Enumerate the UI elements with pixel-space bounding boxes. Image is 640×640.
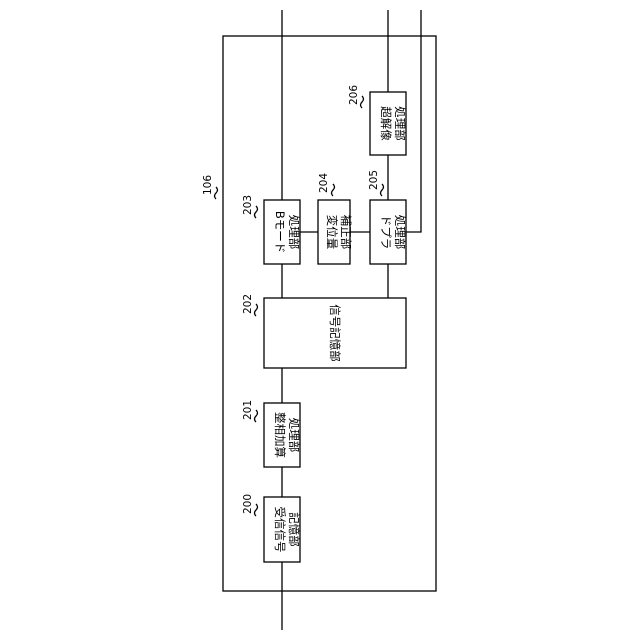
container-106-ref: 106	[202, 175, 214, 195]
block-205-line2: 処理部	[393, 215, 407, 250]
block-202-line1: 信号記憶部	[328, 304, 342, 362]
block-206-line1: 超解像	[379, 106, 393, 141]
block-204-line2: 補正部	[339, 215, 353, 250]
block-206-line2: 処理部	[393, 106, 407, 141]
block-201-line2: 処理部	[287, 418, 301, 453]
block-201-line1: 整相加算	[273, 412, 287, 458]
block-206-ref: 206	[348, 85, 360, 105]
block-200-line1: 受信信号	[273, 507, 287, 553]
block-204-line1: 変位量	[325, 215, 339, 250]
container-106-leader	[215, 187, 218, 199]
block-204-ref: 204	[318, 173, 330, 193]
block-203-ref: 203	[242, 195, 254, 215]
block-205-line1: ドプラ	[379, 215, 393, 250]
block-201-ref: 201	[242, 400, 254, 420]
block-200-line2: 記憶部	[287, 512, 301, 547]
block-202-ref: 202	[242, 294, 254, 314]
block-203-line2: 処理部	[287, 215, 301, 250]
block-200-ref: 200	[242, 494, 254, 514]
block-205-ref: 205	[368, 170, 380, 190]
block-203-line1: Bモード	[273, 211, 287, 253]
